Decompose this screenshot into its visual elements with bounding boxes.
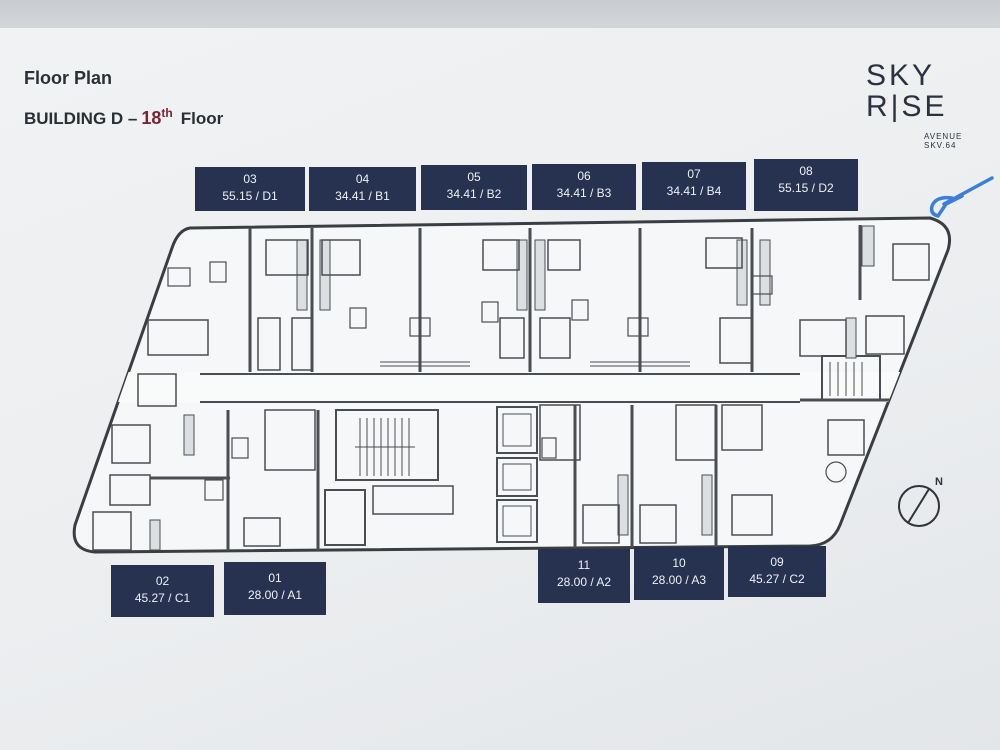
floor-label: Floor xyxy=(180,109,224,128)
page-title: Floor Plan xyxy=(24,68,113,88)
compass-north-label: N xyxy=(935,476,943,488)
logo-line-rise: R|SE xyxy=(866,90,948,123)
logo-tagline-avenue: AVENUE xyxy=(924,132,963,141)
floor-suffix: th xyxy=(161,106,173,120)
building-floor-heading: BUILDING D –18th Floor xyxy=(24,106,223,129)
logo-tagline-code: SKV.64 xyxy=(924,141,957,150)
floor-number: 18 xyxy=(141,108,162,128)
annotation-arrow-icon xyxy=(929,176,994,218)
building-name: BUILDING D xyxy=(24,109,124,128)
heading-separator: – xyxy=(127,109,138,128)
compass-icon xyxy=(898,485,940,527)
logo-line-sky: SKY xyxy=(866,59,936,92)
